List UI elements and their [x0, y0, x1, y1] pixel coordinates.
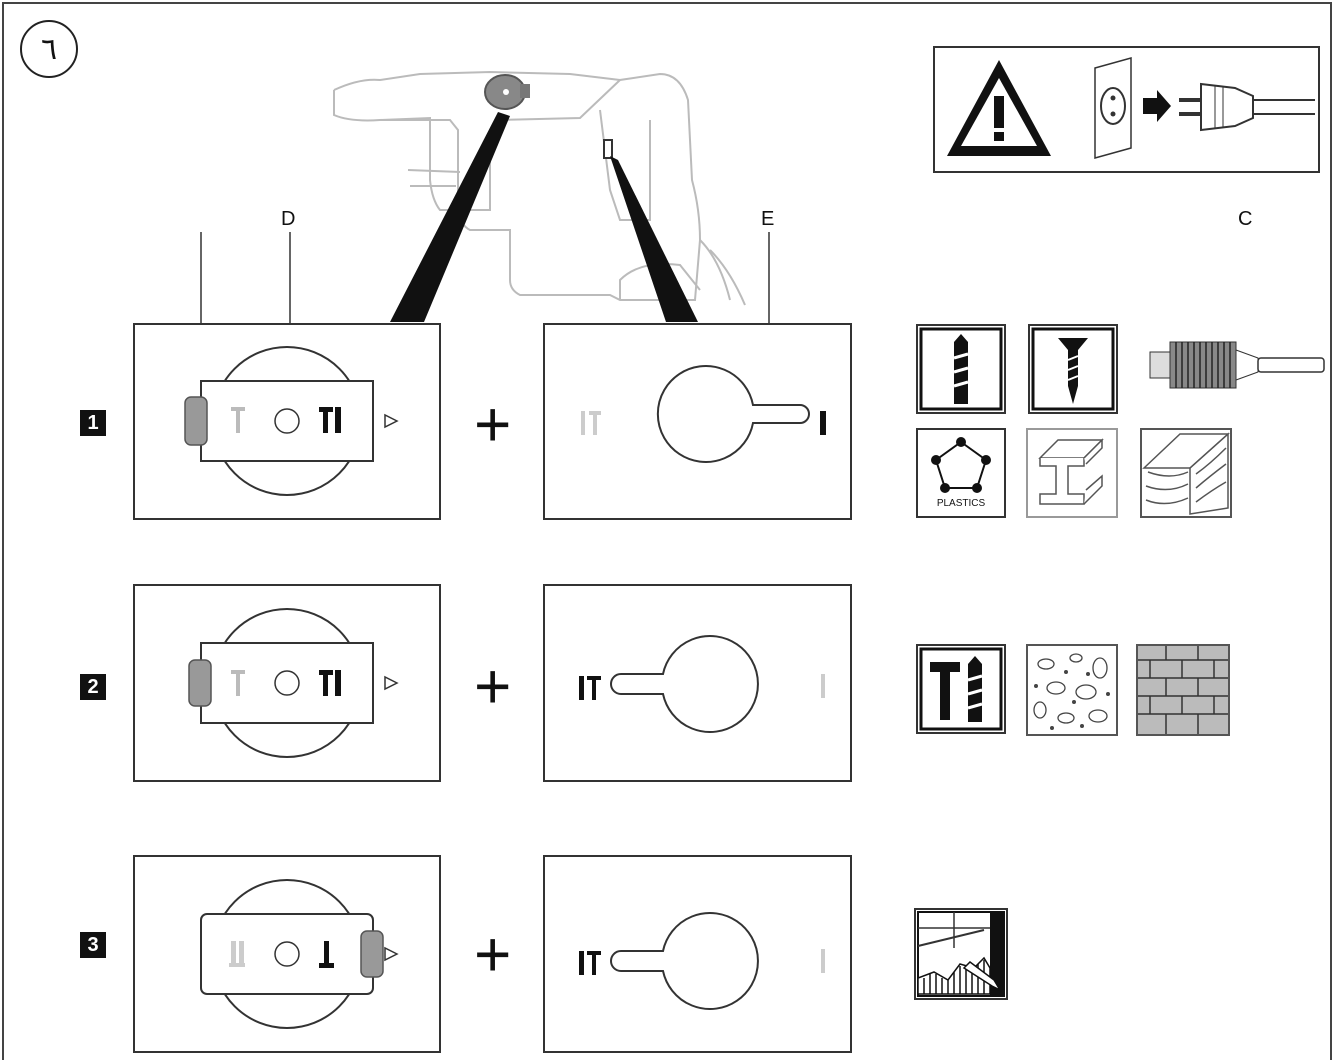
plastics-label: PLASTICS — [936, 498, 986, 509]
switch-panel-1 — [543, 323, 852, 520]
hammer-drill-illustration — [333, 70, 746, 322]
warning-box — [933, 46, 1320, 173]
label-E: E — [761, 208, 775, 230]
warning-icon — [947, 60, 1051, 156]
screw-icon — [1028, 324, 1118, 414]
row-number-2: 2 — [80, 674, 106, 700]
switch-panel-2 — [543, 584, 852, 782]
switch-panel-3 — [543, 855, 852, 1053]
plus-sign-2: + — [474, 650, 512, 722]
drill-chuck-icon — [1149, 341, 1325, 389]
wood-icon — [1140, 428, 1232, 518]
brick-wall-icon — [1136, 644, 1230, 736]
concrete-icon — [1026, 644, 1118, 736]
unplug-socket-icon — [1094, 57, 1315, 159]
plastics-icon: PLASTICS — [916, 428, 1006, 518]
pointer-arrow — [384, 413, 399, 429]
row-number-3: 3 — [80, 932, 106, 958]
steel-beam-icon — [1026, 428, 1118, 518]
hammer-drill-icon — [916, 644, 1006, 734]
drill-bit-icon — [916, 324, 1006, 414]
selector-panel-1 — [133, 323, 441, 520]
label-C: C — [1238, 208, 1253, 230]
plus-sign-3: + — [474, 918, 512, 990]
selector-panel-2 — [133, 584, 441, 782]
figure-number-badge: ٦ — [20, 20, 78, 78]
mode-knob — [184, 396, 208, 446]
chisel-icon — [914, 908, 1008, 1000]
selector-panel-3 — [133, 855, 441, 1053]
label-D: D — [281, 208, 296, 230]
row-number-1: 1 — [80, 410, 106, 436]
plus-sign-1: + — [474, 388, 512, 460]
